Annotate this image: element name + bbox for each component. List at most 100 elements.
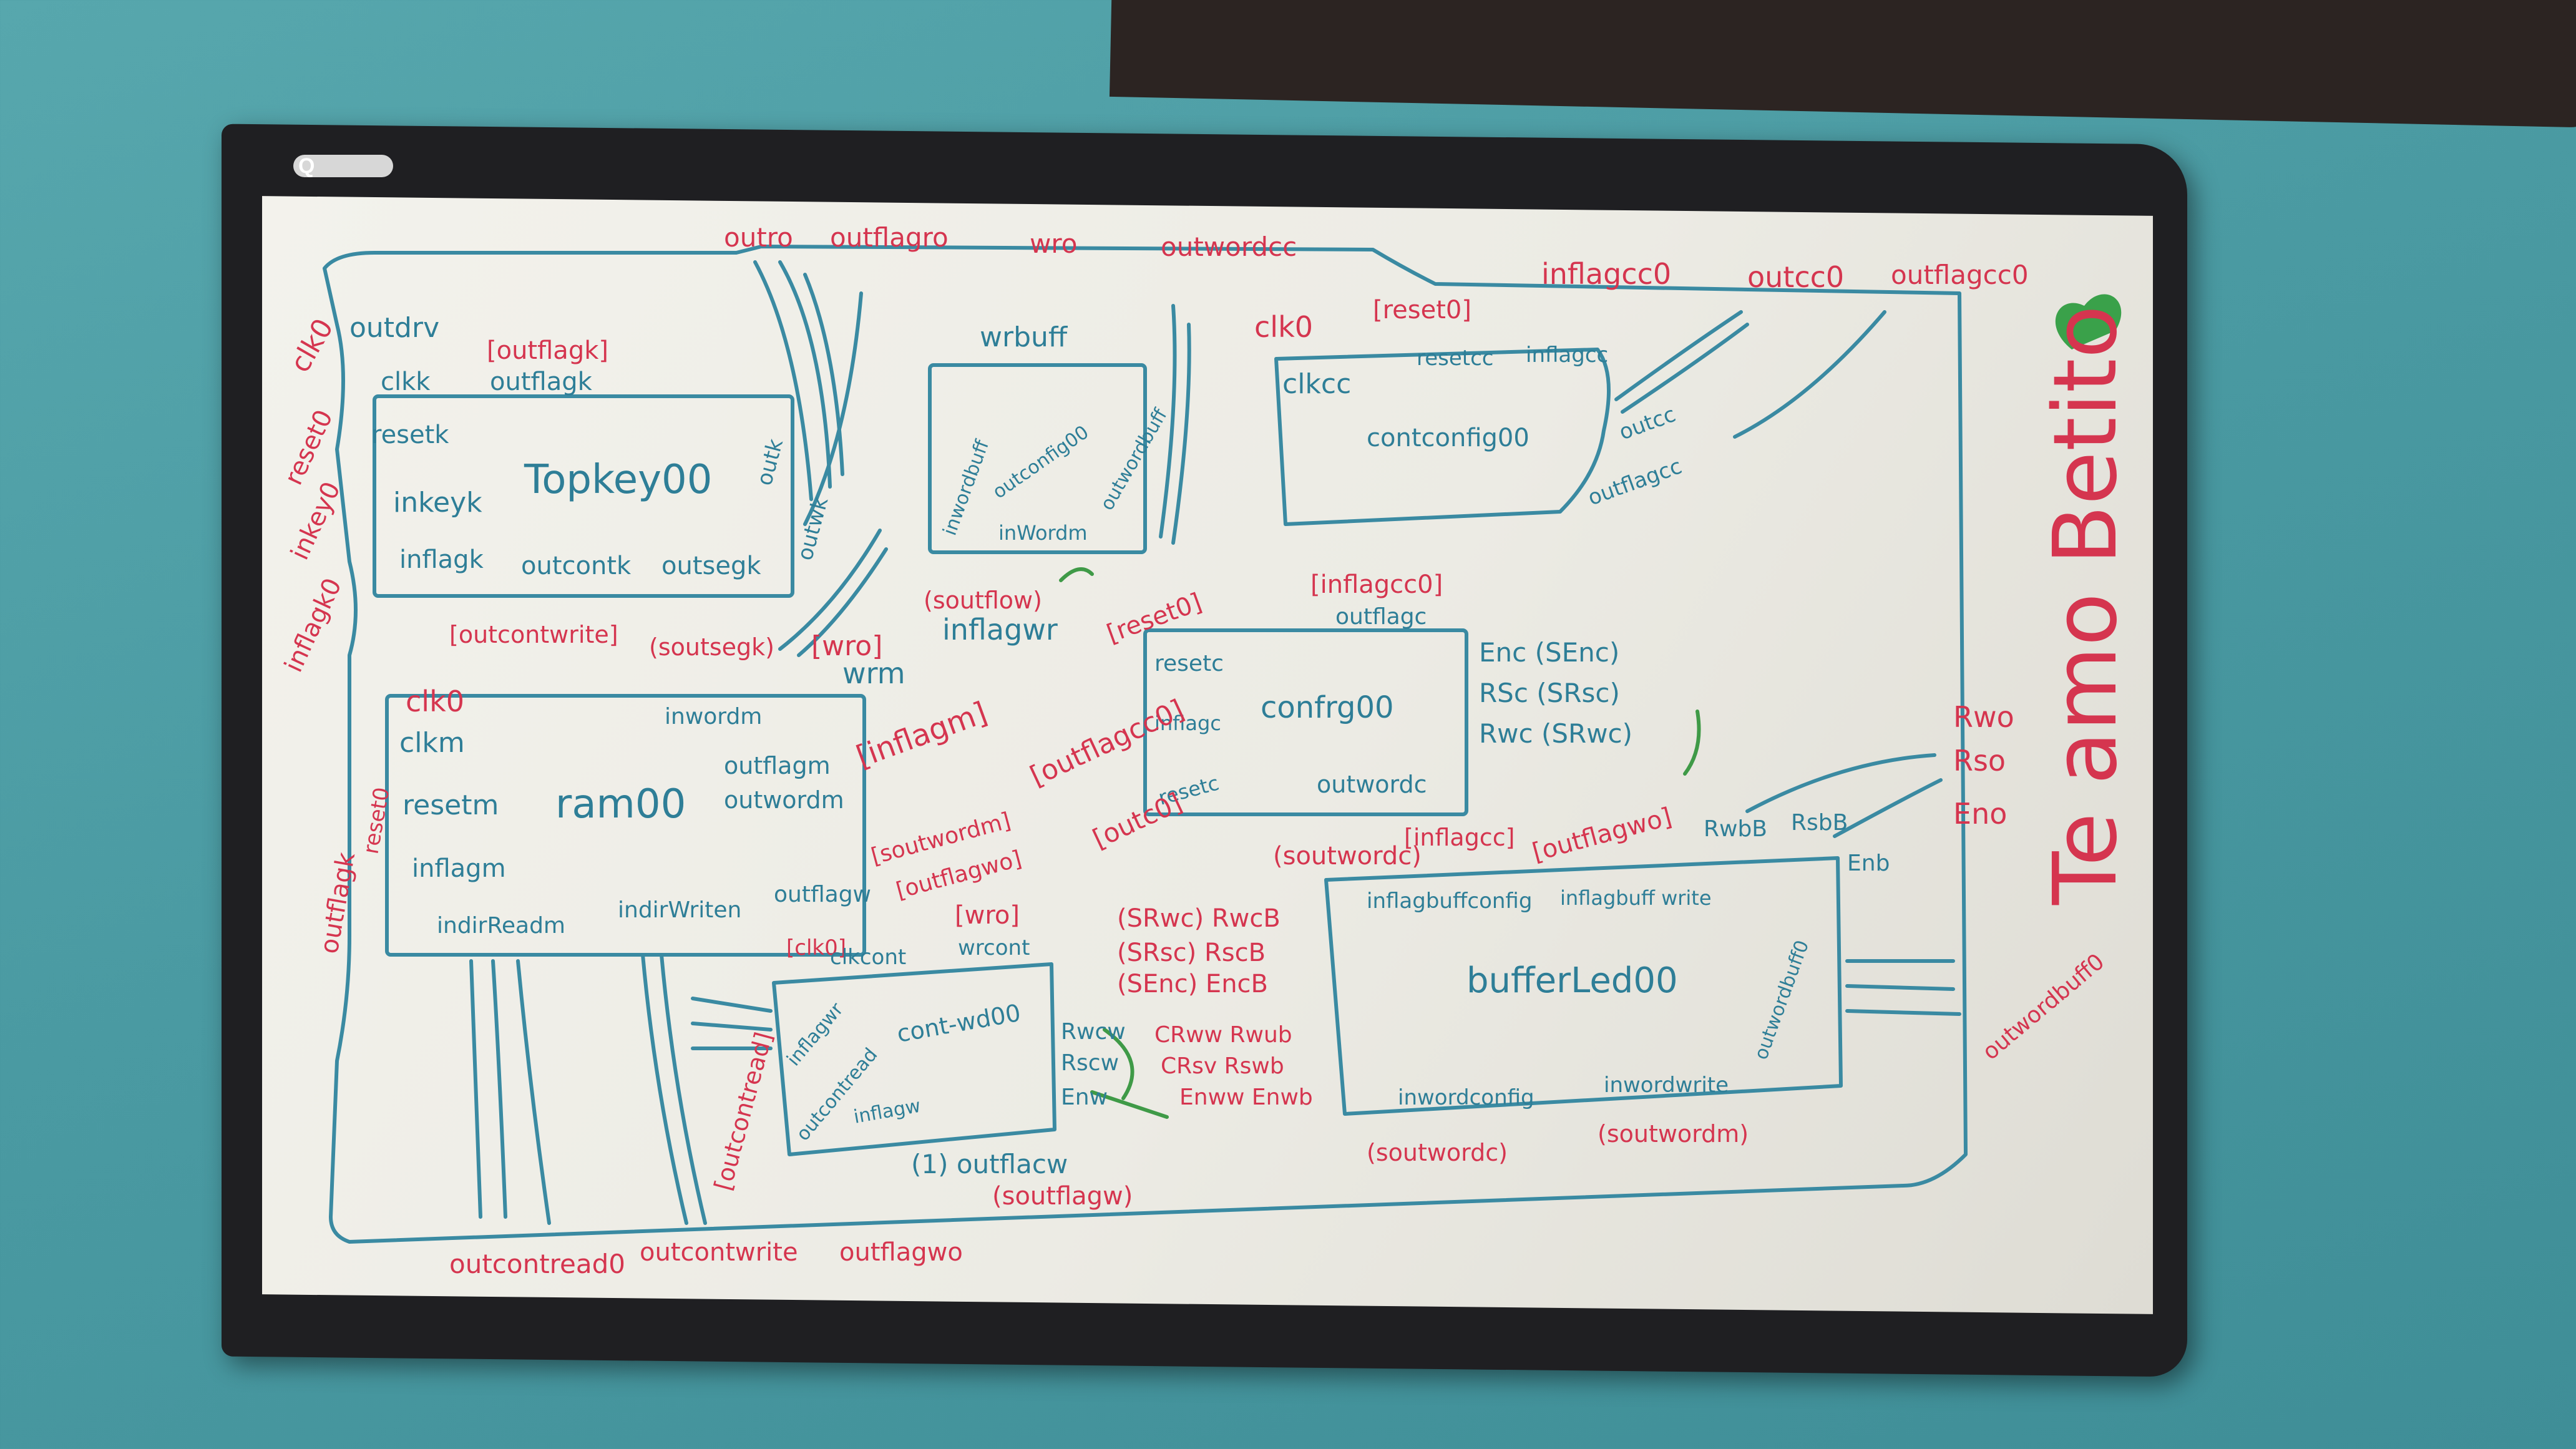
contread-inflagwr: inflagwr: [783, 998, 848, 1070]
contconfig-outflagcc: outflagcc: [1584, 454, 1685, 510]
ram-wrm: wrm: [842, 656, 905, 690]
signal-enww: Enww Enwb: [1179, 1085, 1313, 1110]
config-outwordc: outwordc: [1317, 771, 1427, 798]
config-block: [1143, 628, 1468, 816]
topkey-block: [373, 394, 794, 598]
topkey-resetk: resetk: [371, 421, 449, 449]
topkey-outsegk: outsegk: [661, 552, 761, 580]
ram-indirreadm: indirReadm: [437, 913, 565, 939]
config-title: confrg00: [1261, 690, 1394, 725]
buffer-outflagwo: [outflagwo]: [1530, 803, 1675, 867]
bottom-outcontread: outcontread0: [449, 1249, 625, 1279]
config-inflagc: inflagc: [1154, 711, 1221, 735]
label-reseto: reset0: [279, 406, 338, 489]
config-enc: Enc (SEnc): [1479, 637, 1619, 668]
ram-inflagm-red: [inflagm]: [852, 695, 992, 774]
contread-outflacw: (1) outflacw: [911, 1149, 1068, 1179]
label-clko: clk0: [284, 313, 339, 378]
contread-soutflagw: (soutflagw): [992, 1182, 1133, 1211]
brand-logo: Q: [298, 154, 315, 178]
buffer-inwordconfig: inwordconfig: [1398, 1085, 1534, 1110]
bottom-outflagwo: outflagwo: [839, 1238, 963, 1267]
contread-clkcont: clkcont: [830, 945, 906, 970]
contconfig-reseto: [reset0]: [1373, 296, 1471, 324]
label-outwordcc: outwordcc: [1161, 232, 1297, 262]
signal-crww: CRww Rwub: [1154, 1022, 1292, 1048]
contread-wro: [wro]: [955, 901, 1020, 930]
config-rwc: Rwc (SRwc): [1479, 718, 1632, 749]
topkey-inkeyk: inkeyk: [393, 487, 482, 519]
buffer-title: bufferLed00: [1466, 960, 1678, 1001]
label-outflagk: outflagk: [315, 850, 361, 956]
label-inflagcco: inflagcc0: [1541, 257, 1671, 291]
contread-rscw: Rscw: [1061, 1050, 1119, 1076]
contconfig-clkcc: clkcc: [1282, 368, 1351, 400]
buffer-eno: Eno: [1953, 797, 2007, 831]
label-outflagro: outflagro: [830, 222, 949, 253]
bus-lines: [469, 260, 1961, 1225]
topkey-outdrv: outdrv: [349, 312, 439, 344]
buffer-outwordbuff-red: outwordbuff0: [1978, 949, 2109, 1065]
buffer-soutwordc: (soutwordc): [1367, 1139, 1508, 1166]
wrbuff-outconfig: outconfig00: [989, 421, 1093, 503]
wrbuff-outwordbuff: outwordbuff: [1096, 404, 1173, 514]
outer-boundary: [323, 245, 1968, 1244]
bottom-outcontwrite: outcontwrite: [640, 1238, 798, 1267]
ram-clkm: clkm: [399, 727, 465, 759]
wrbuff-inword: inWordm: [998, 521, 1088, 545]
buffer-outwordbuff: outwordbuff0: [1750, 937, 1814, 1063]
ram-reseto: reset0: [358, 786, 394, 856]
brand-badge: [293, 155, 393, 177]
wrbuff-inwordbuff: inwordbuff: [939, 436, 994, 538]
wrbuff-label: wrbuff: [980, 321, 1068, 353]
signal-crsv: CRsv Rswb: [1161, 1053, 1284, 1079]
contconfig-block: [1274, 348, 1611, 526]
buffer-rwo: Rwo: [1953, 700, 2014, 734]
contread-clko: [clk0]: [786, 935, 846, 960]
ram-indirwritem: indirWriten: [618, 897, 741, 923]
ram-inwordm: inwordm: [665, 704, 762, 729]
ram-wro: [wro]: [811, 630, 882, 662]
config-reseto: [reset0]: [1103, 588, 1206, 648]
contconfig-title: contconfig00: [1367, 424, 1530, 452]
wrbuff-soutflow: (soutflow): [924, 587, 1042, 614]
ram-resetm: resetm: [402, 789, 499, 821]
label-inkeyo: inkey0: [285, 477, 346, 564]
buffer-rsb: RsbB: [1791, 810, 1848, 836]
contconfig-inflagcc: inflagcc: [1526, 343, 1608, 368]
label-outcco: outcc0: [1747, 260, 1844, 294]
buffer-rso: Rso: [1953, 744, 2006, 778]
signal-srsc: (SRsc) RscB: [1117, 939, 1266, 967]
buffer-inflagbuff: inflagbuffconfig: [1367, 889, 1532, 914]
config-rsc: RSc (SRsc): [1479, 678, 1620, 708]
buffer-rwb: RwbB: [1704, 816, 1767, 842]
config-resetc: resetc: [1154, 651, 1224, 676]
config-outflagc: outflagc: [1335, 604, 1427, 630]
contread-inflagw: inflagw: [852, 1095, 922, 1128]
signal-srwc: (SRwc) RwcB: [1117, 904, 1281, 933]
label-outflagcco: outflagcc0: [1891, 260, 2029, 290]
ram-title: ram00: [555, 781, 686, 827]
buffer-enb: Enb: [1847, 851, 1890, 876]
topkey-outcontwrite: [outcontwrite]: [449, 621, 618, 648]
contread-block: [772, 962, 1056, 1156]
buffer-inwordwrite: inwordwrite: [1604, 1073, 1729, 1098]
label-wro: wro: [1030, 228, 1077, 259]
config-inflagcco: [inflagcc0]: [1310, 570, 1443, 599]
buffer-inflagcc: [inflagcc]: [1404, 824, 1515, 851]
config-outco: [outc0]: [1088, 787, 1187, 854]
contread-enw: Enw: [1061, 1085, 1108, 1110]
label-inflagko: inflagk0: [279, 574, 347, 677]
contread-wrcont: wrcont: [958, 935, 1030, 960]
ram-outwordm: outwordm: [724, 786, 844, 814]
contread-title: cont-wd00: [895, 999, 1023, 1048]
contconfig-resetcc: resetcc: [1417, 346, 1494, 371]
ram-inflagm: inflagm: [412, 854, 506, 883]
topkey-inflagk: inflagk: [399, 545, 484, 574]
topkey-outflagk-red: [outflagk]: [487, 336, 608, 365]
signature: Te amo Betito: [2035, 305, 2137, 905]
topkey-outflagk: outflagk: [490, 368, 593, 396]
buffer-inflagbuffwrite: inflagbuff write: [1560, 886, 1712, 910]
wrbuff-inflagwr: inflagwr: [942, 613, 1058, 646]
